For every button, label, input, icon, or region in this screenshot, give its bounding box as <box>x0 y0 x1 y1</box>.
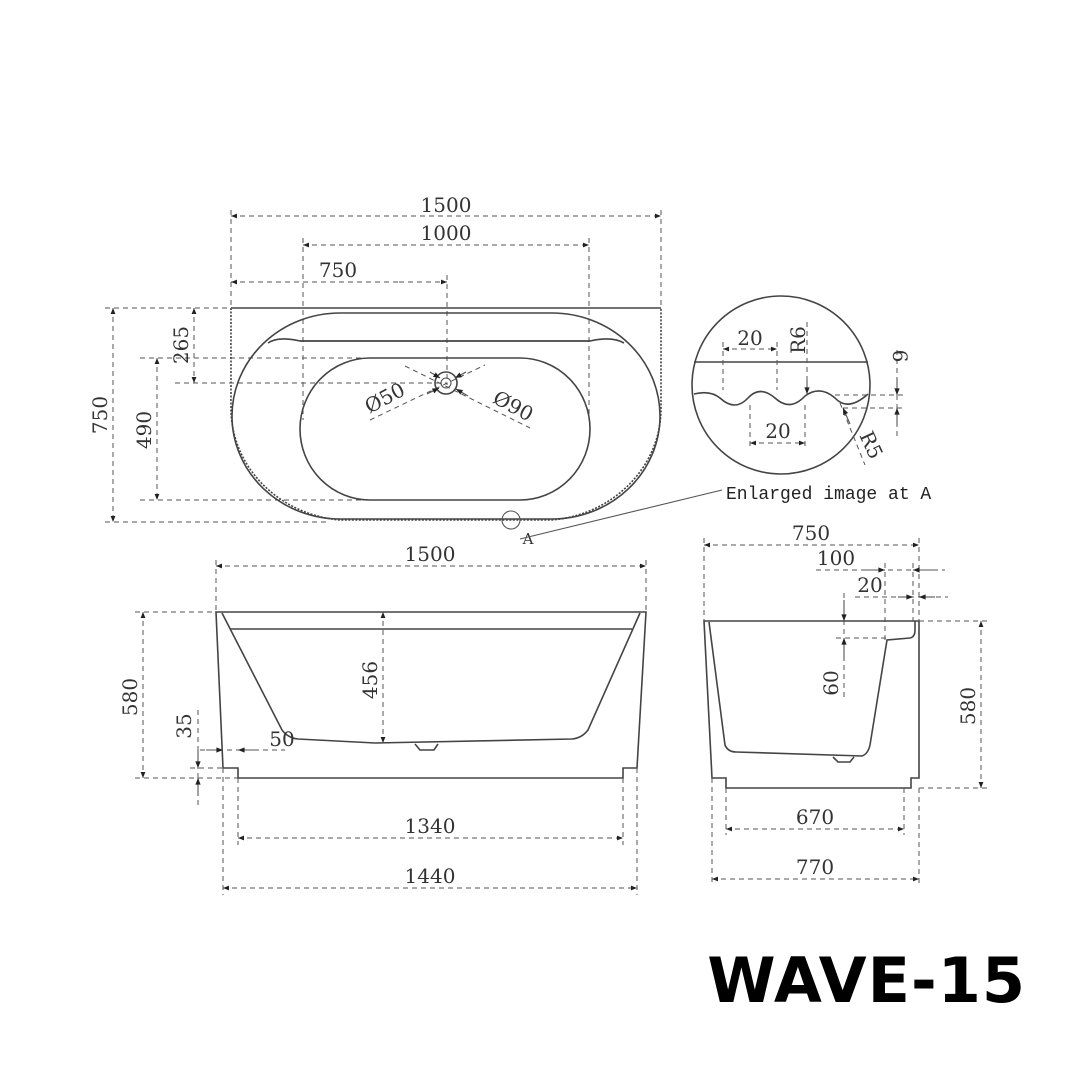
drain-outer-icon <box>434 371 458 395</box>
side-rim-width-label: 100 <box>817 546 855 570</box>
detail-radius-trough-label: R5 <box>855 427 888 462</box>
front-depth-label: 456 <box>358 661 382 699</box>
side-rim-step-label: 60 <box>819 670 843 695</box>
detail-pitch-bottom-label: 20 <box>765 419 790 443</box>
side-base-width-label: 670 <box>796 805 834 829</box>
top-drain-y-label: 265 <box>169 326 193 364</box>
side-bottom-width-label: 770 <box>796 855 834 879</box>
top-width-label: 750 <box>88 396 112 434</box>
top-basin-length-label: 1000 <box>421 221 472 245</box>
detail-marker-label: A <box>522 530 534 548</box>
detail-view: 20 R6 20 6 R5 Enlarged image at A <box>519 295 931 540</box>
side-width-label: 750 <box>792 521 830 545</box>
front-plinth-inset-label: 50 <box>269 727 294 751</box>
model-name: WAVE-15 <box>707 944 1026 1017</box>
front-length-label: 1500 <box>405 542 456 566</box>
detail-marker-circle <box>501 510 521 530</box>
front-base-length-label: 1340 <box>405 814 456 838</box>
top-basin-width-label: 490 <box>132 411 156 449</box>
detail-callout-label: Enlarged image at A <box>726 485 931 505</box>
top-view: 1500 1000 750 750 265 490 <box>88 193 662 548</box>
side-rim-offset-label: 20 <box>857 573 882 597</box>
front-plinth-height-label: 35 <box>172 713 196 738</box>
detail-radius-crest-label: R6 <box>786 326 810 354</box>
drain-inner-icon <box>440 377 452 389</box>
side-view: 750 100 20 60 580 670 <box>703 521 990 885</box>
side-height-label: 580 <box>956 687 980 725</box>
front-view: 1500 580 456 35 50 1340 1440 <box>118 542 647 895</box>
drain-inner-diameter-label: Ø50 <box>361 377 409 418</box>
top-drain-offset-label: 750 <box>319 258 357 282</box>
top-length-label: 1500 <box>421 193 472 217</box>
front-bottom-length-label: 1440 <box>405 864 456 888</box>
detail-pitch-top-label: 20 <box>737 326 762 350</box>
detail-depth-label: 6 <box>888 350 912 363</box>
front-height-label: 580 <box>118 678 142 716</box>
